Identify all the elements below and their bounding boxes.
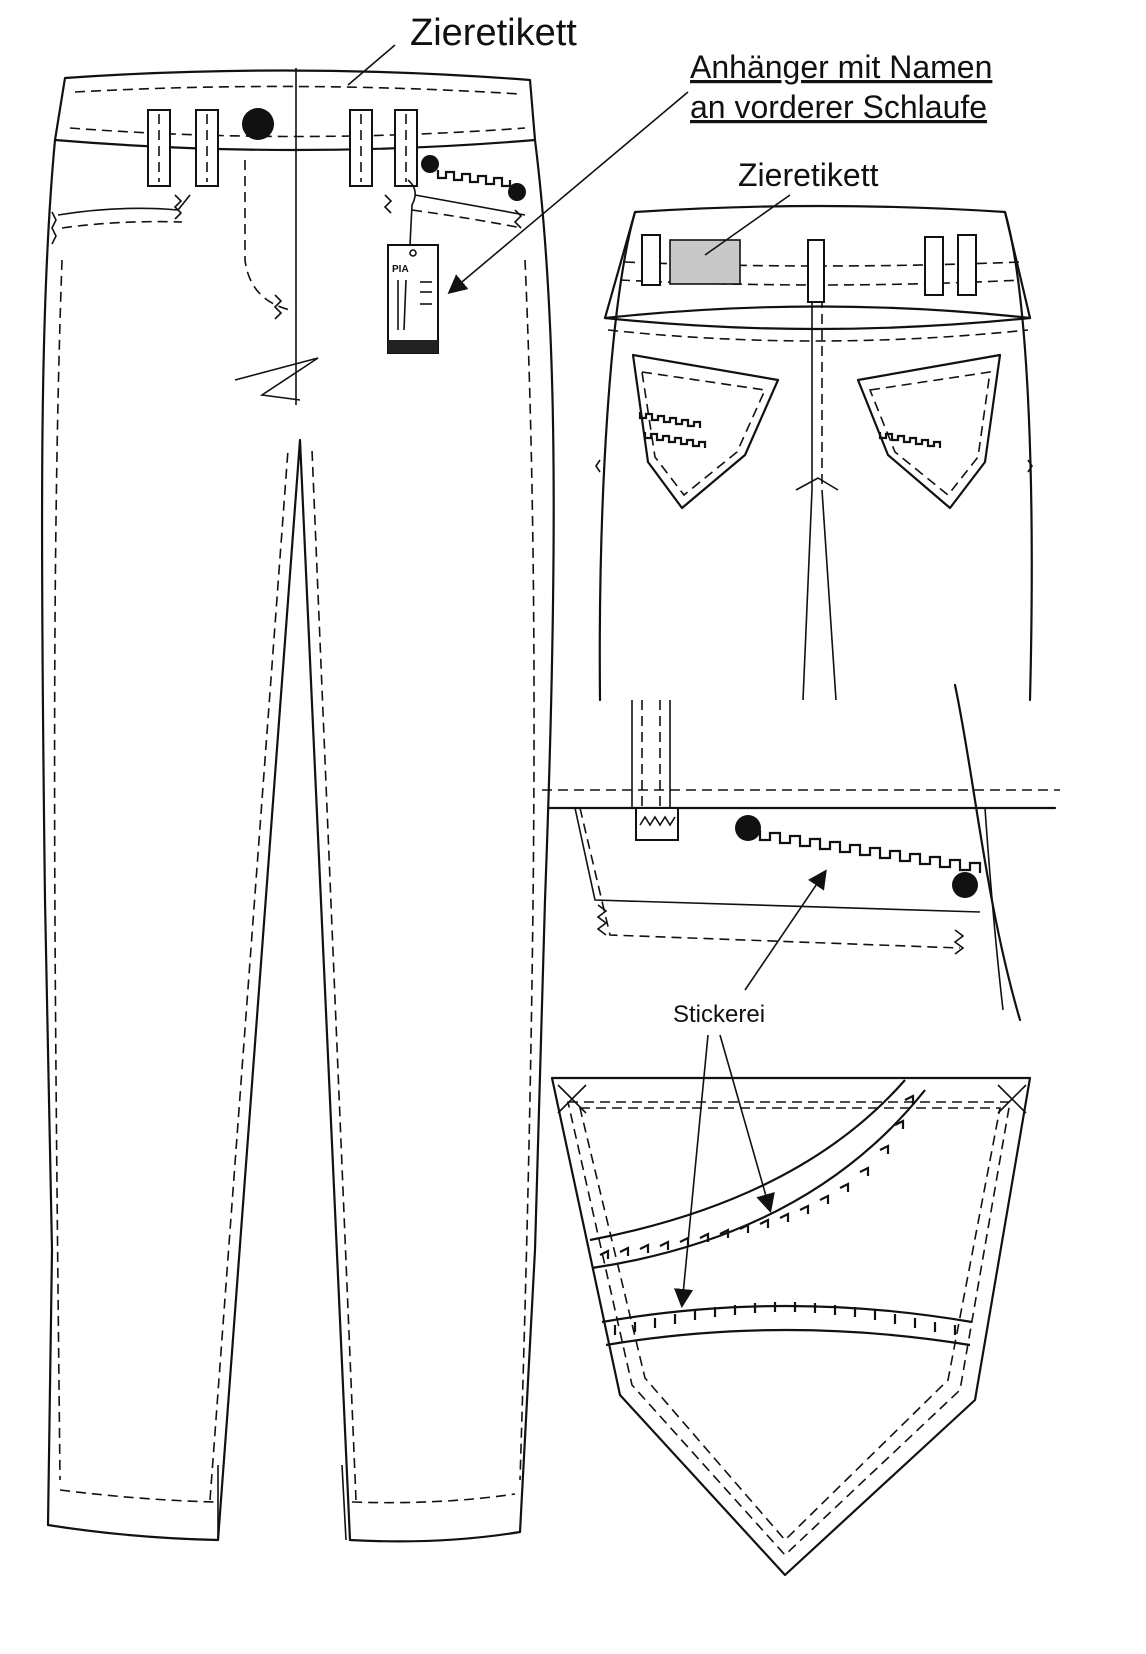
hang-tag [387, 244, 439, 354]
back-view [595, 204, 1033, 702]
hangtag-caption-line1: Anhänger mit Namen [690, 49, 992, 85]
rivet-icon [242, 108, 274, 140]
tag-brand: PIA [392, 264, 409, 275]
arrow-icon [447, 91, 689, 295]
front-label-caption: Zieretikett [410, 12, 577, 54]
back-label-caption: Zieretikett [738, 157, 879, 193]
back-pocket-detail [550, 1076, 1032, 1577]
hangtag-caption-line2: an vorderer Schlaufe [690, 89, 987, 125]
embroidery-caption: Stickerei [673, 1001, 765, 1028]
front-pocket-detail [542, 683, 1060, 1022]
front-silhouette [40, 138, 555, 1543]
front-view: PIA [40, 68, 555, 1543]
back-label-patch [669, 239, 741, 285]
callouts: Zieretikett Anhänger mit Namen an vorder… [347, 12, 992, 1309]
embroidery-icon [436, 170, 512, 188]
front-waistband [53, 69, 537, 152]
bartack-icon [51, 211, 57, 245]
